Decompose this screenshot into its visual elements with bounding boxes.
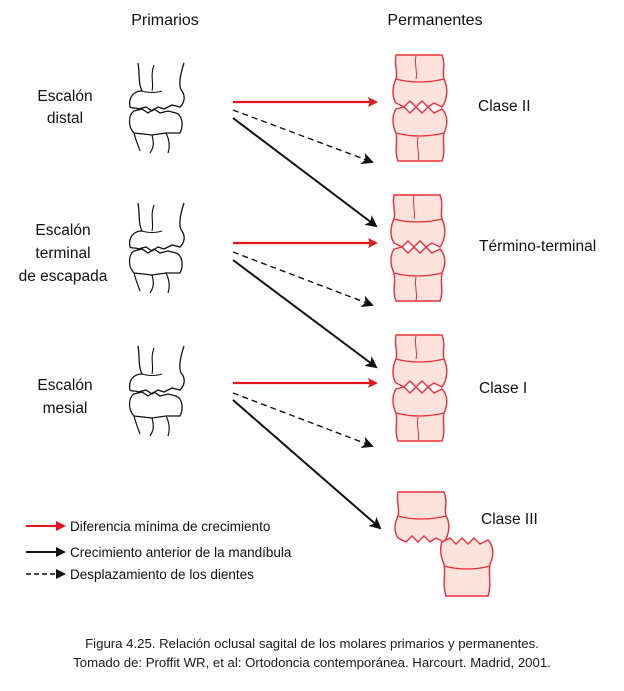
legend-item-red: Diferencia mínima de crecimiento [26,517,270,535]
label-clase-iii: Clase III [481,511,538,528]
permanent-molars-terminal [390,194,446,302]
primary-molars-mesial [128,345,185,437]
permanent-molars-class-ii [392,54,448,162]
arrow-dashed-row3 [232,392,374,449]
primary-molars-distal [128,62,185,154]
diagram-svg [128,54,494,597]
permanent-molars-class-iii [394,491,494,597]
arrow-dashed-row2 [232,251,374,308]
occlusion-figure: Primarios Permanentes Escalón distal Esc… [18,12,597,597]
arrow-black-row2 [232,259,378,369]
arrow-black-row3 [232,399,382,530]
legend-dashed-arrow-icon [26,569,66,579]
label-clase-i: Clase I [479,380,528,397]
arrow-dashed-row1 [232,109,374,165]
legend-item-black: Crecimiento anterior de la mandíbula [26,543,291,561]
label-escalon-mesial: Escalón mesial [37,377,93,417]
label-escalon-distal: Escalón distal [37,88,93,127]
label-escalon-terminal: Escalón terminal de escapada [18,222,108,285]
arrow-black-row1 [232,117,378,228]
header-primary: Primarios [131,12,199,29]
caption-line-2: Tomado de: Proffit WR, et al: Ortodoncia… [73,655,551,670]
label-clase-ii: Clase II [478,98,531,115]
caption-line-1: Figura 4.25. Relación oclusal sagital de… [85,636,539,651]
permanent-molars-class-i [392,334,448,442]
figure-caption: Figura 4.25. Relación oclusal sagital de… [0,634,624,672]
header-permanent: Permanentes [387,12,483,29]
legend-red-arrow-icon [26,521,66,531]
primary-molars-terminal [128,202,185,294]
label-termino-terminal: Término-terminal [479,238,597,255]
legend-item-dashed: Desplazamiento de los dientes [26,565,254,583]
legend-black-arrow-icon [26,547,66,557]
